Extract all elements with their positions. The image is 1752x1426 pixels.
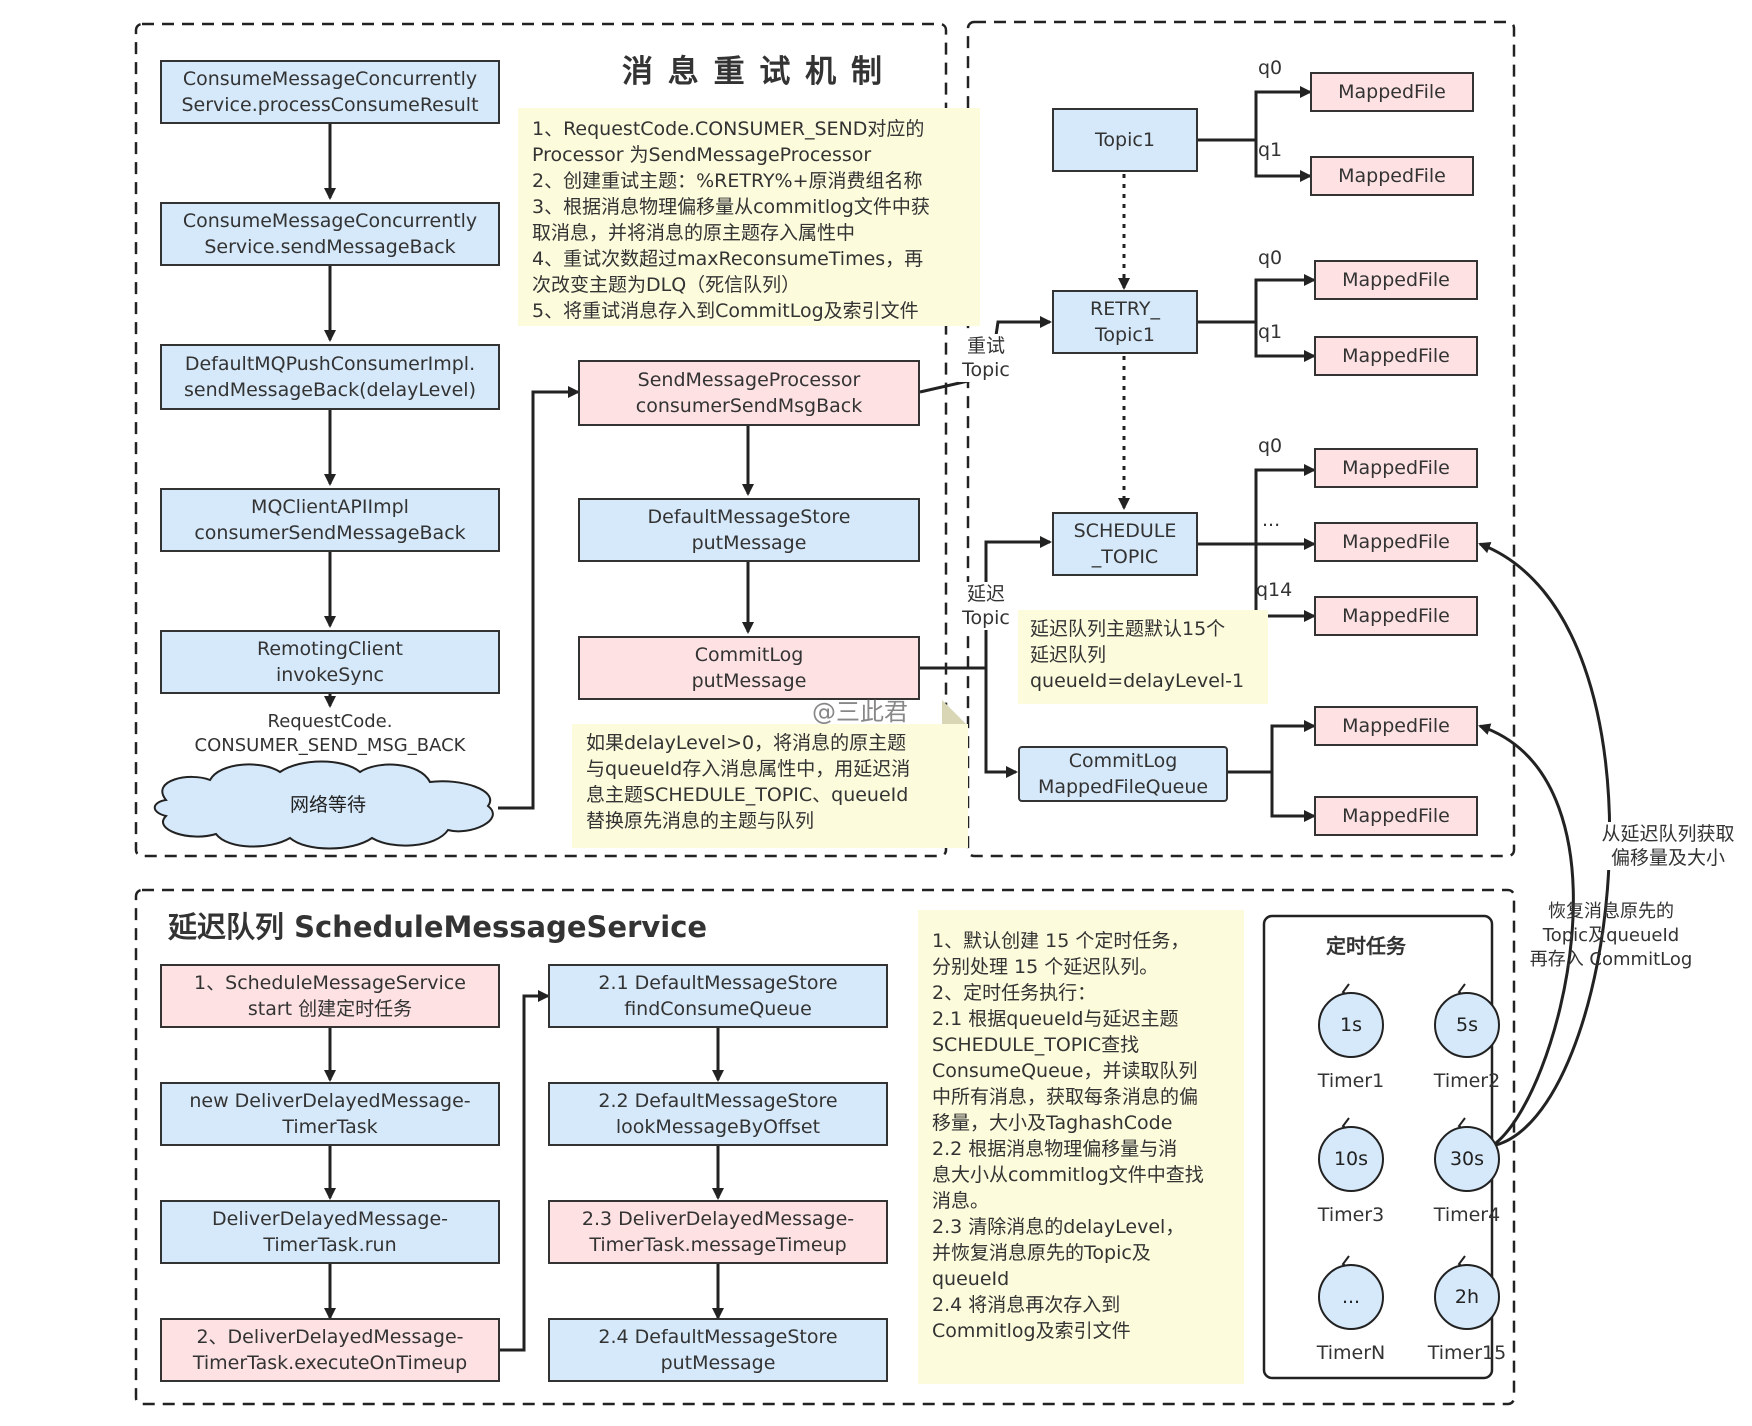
store-section-frame: [966, 20, 1516, 858]
restore-topic-label: 恢复消息原先的 Topic及queueId 再存入 CommitLog: [1529, 901, 1693, 970]
network-wait-label: 网络等待: [289, 794, 366, 816]
schedule-service-title: 延迟队列 ScheduleMessageService: [168, 910, 708, 944]
mapped-file: MappedFile: [1314, 260, 1478, 300]
timer-circle: 1s: [1318, 992, 1384, 1058]
find-consume-queue-box: 2.1 DefaultMessageStore findConsumeQueue: [548, 964, 888, 1028]
timer-name: Timer4: [1433, 1204, 1501, 1226]
new-timer-task-box: new DeliverDelayedMessage- TimerTask: [160, 1082, 500, 1146]
mq-client-api-box: MQClientAPIImpl consumerSendMessageBack: [160, 488, 500, 552]
default-message-store-box: DefaultMessageStore putMessage: [578, 498, 920, 562]
schedule-start-box: 1、ScheduleMessageService start 创建定时任务: [160, 964, 500, 1028]
timer-task-run-box: DeliverDelayedMessage- TimerTask.run: [160, 1200, 500, 1264]
mapped-file: MappedFile: [1310, 72, 1474, 112]
timer-circle: 5s: [1434, 992, 1500, 1058]
mapped-file: MappedFile: [1314, 448, 1478, 488]
mapped-file: MappedFile: [1314, 336, 1478, 376]
mapped-file: MappedFile: [1314, 796, 1478, 836]
mapped-file: MappedFile: [1314, 706, 1478, 746]
timer-circle: ...: [1318, 1264, 1384, 1330]
retry-topic-edge-label: 重试 Topic: [958, 334, 1014, 382]
timer-name: Timer3: [1317, 1204, 1385, 1226]
timer-circle: 2h: [1434, 1264, 1500, 1330]
retry-topic1-box: RETRY_ Topic1: [1052, 290, 1198, 354]
timer-panel-title: 定时任务: [1326, 934, 1406, 958]
schedule-queue-note: 延迟队列主题默认15个 延迟队列 queueId=delayLevel-1: [1018, 610, 1268, 704]
push-consumer-send-back-box: DefaultMQPushConsumerImpl. sendMessageBa…: [160, 344, 500, 410]
store-put-message-box: 2.4 DefaultMessageStore putMessage: [548, 1318, 888, 1382]
q1-label-topic1: q1: [1258, 139, 1283, 161]
timer-name: TimerN: [1316, 1342, 1386, 1364]
message-timeup-box: 2.3 DeliverDelayedMessage- TimerTask.mes…: [548, 1200, 888, 1264]
retry-mechanism-title: 消 息 重 试 机 制: [622, 54, 884, 90]
timer-name: Timer2: [1433, 1070, 1501, 1092]
q0-label-topic1: q0: [1258, 57, 1283, 79]
timer-circle: 30s: [1434, 1126, 1500, 1192]
q0-label-schedule: q0: [1258, 435, 1283, 457]
delay-level-note: 如果delayLevel>0，将消息的原主题 与queueId存入消息属性中，用…: [572, 724, 968, 848]
remoting-client-box: RemotingClient invokeSync: [160, 630, 500, 694]
topic1-box: Topic1: [1052, 108, 1198, 172]
mapped-file: MappedFile: [1314, 596, 1478, 636]
send-message-back-box: ConsumeMessageConcurrently Service.sendM…: [160, 202, 500, 266]
network-cloud-shape: [153, 760, 494, 850]
timer-name: Timer1: [1317, 1070, 1385, 1092]
mapped-file: MappedFile: [1310, 156, 1474, 196]
mapped-file: MappedFile: [1314, 522, 1478, 562]
q1-label-retry: q1: [1258, 321, 1283, 343]
timer-circle: 10s: [1318, 1126, 1384, 1192]
look-message-by-offset-box: 2.2 DefaultMessageStore lookMessageByOff…: [548, 1082, 888, 1146]
send-message-processor-box: SendMessageProcessor consumerSendMsgBack: [578, 360, 920, 426]
timer-task-note: 1、默认创建 15 个定时任务， 分别处理 15 个延迟队列。 2、定时任务执行…: [918, 910, 1244, 1384]
commitlog-mappedfilequeue-box: CommitLog MappedFileQueue: [1018, 746, 1228, 802]
ellipsis-label-schedule: ...: [1262, 509, 1281, 531]
author-watermark: @三此君: [812, 698, 908, 726]
schedule-topic-box: SCHEDULE _TOPIC: [1052, 512, 1198, 576]
delay-topic-edge-label: 延迟 Topic: [958, 582, 1014, 630]
retry-steps-note: 1、RequestCode.CONSUMER_SEND对应的 Processor…: [518, 108, 980, 326]
process-consume-result-box: ConsumeMessageConcurrently Service.proce…: [160, 60, 500, 124]
execute-on-timeup-box: 2、DeliverDelayedMessage- TimerTask.execu…: [160, 1318, 500, 1382]
request-code-label: RequestCode. CONSUMER_SEND_MSG_BACK: [194, 711, 466, 756]
commitlog-putmessage-box: CommitLog putMessage: [578, 636, 920, 700]
q14-label-schedule: q14: [1256, 579, 1293, 601]
timer-name: Timer15: [1427, 1342, 1507, 1364]
q0-label-retry: q0: [1258, 247, 1283, 269]
fetch-offset-label: 从延迟队列获取 偏移量及大小: [1590, 822, 1746, 870]
schedule-section-frame: [134, 888, 1516, 1406]
